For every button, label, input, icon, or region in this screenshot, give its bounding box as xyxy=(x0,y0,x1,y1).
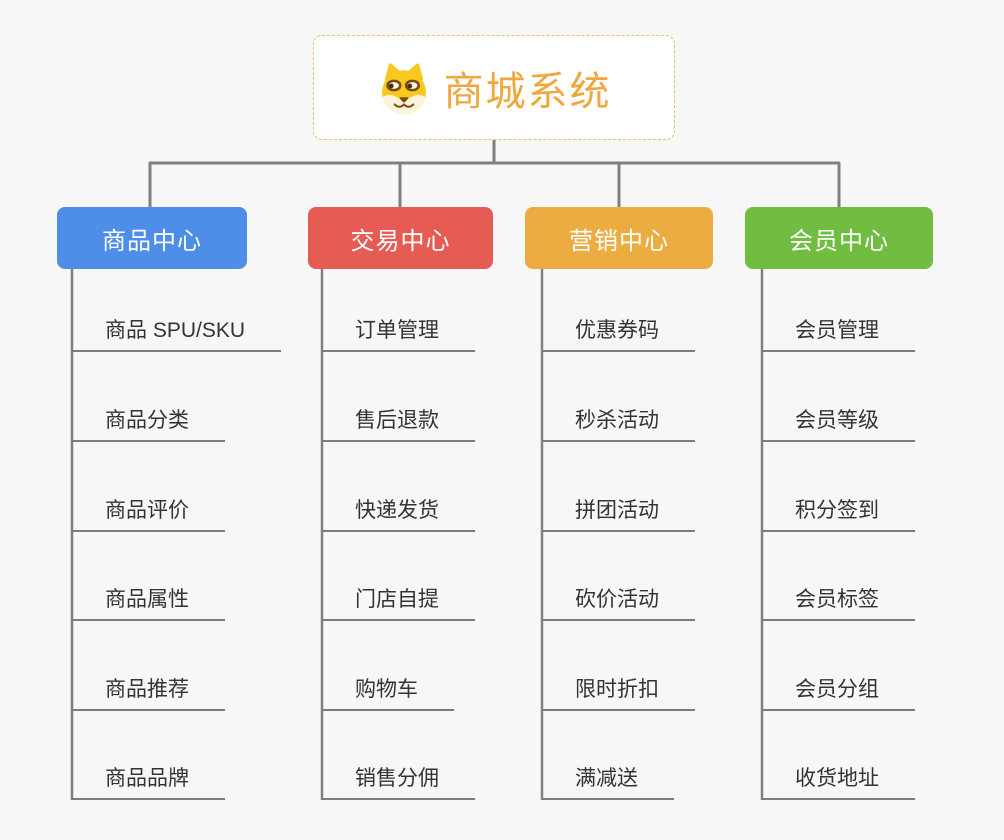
branch-node-member-center[interactable]: 会员中心 xyxy=(745,207,933,269)
leaf-node[interactable]: 优惠券码 xyxy=(542,319,695,352)
leaf-node[interactable]: 商品属性 xyxy=(72,588,225,621)
leaf-node[interactable]: 会员分组 xyxy=(762,678,915,711)
branch-node-marketing-center[interactable]: 营销中心 xyxy=(525,207,713,269)
dog-face-icon xyxy=(381,62,426,114)
leaf-node[interactable]: 销售分佣 xyxy=(322,767,475,800)
leaf-node[interactable]: 砍价活动 xyxy=(542,588,695,621)
leaf-node[interactable]: 商品品牌 xyxy=(72,767,225,800)
leaf-node[interactable]: 售后退款 xyxy=(322,409,475,442)
leaf-node[interactable]: 商品 SPU/SKU xyxy=(72,319,282,352)
leaf-node[interactable]: 会员标签 xyxy=(762,588,915,621)
leaf-node[interactable]: 商品分类 xyxy=(72,409,225,442)
leaf-node[interactable]: 会员等级 xyxy=(762,409,915,442)
leaf-node[interactable]: 门店自提 xyxy=(322,588,475,621)
leaf-node[interactable]: 限时折扣 xyxy=(542,678,695,711)
root-node[interactable]: 商城系统 xyxy=(313,35,675,140)
root-title: 商城系统 xyxy=(443,69,612,114)
leaf-node[interactable]: 满减送 xyxy=(542,767,674,800)
leaf-node[interactable]: 商品推荐 xyxy=(72,678,225,711)
leaf-node[interactable]: 商品评价 xyxy=(72,499,225,532)
leaf-node[interactable]: 订单管理 xyxy=(322,319,475,352)
leaf-node[interactable]: 收货地址 xyxy=(762,767,915,800)
leaf-node[interactable]: 拼团活动 xyxy=(542,499,695,532)
leaf-node[interactable]: 秒杀活动 xyxy=(542,409,695,442)
leaf-node[interactable]: 购物车 xyxy=(322,678,454,711)
branch-node-trade-center[interactable]: 交易中心 xyxy=(308,207,493,269)
leaf-node[interactable]: 会员管理 xyxy=(762,319,915,352)
branch-node-product-center[interactable]: 商品中心 xyxy=(57,207,247,269)
leaf-node[interactable]: 快递发货 xyxy=(322,499,475,532)
leaf-node[interactable]: 积分签到 xyxy=(762,499,915,532)
